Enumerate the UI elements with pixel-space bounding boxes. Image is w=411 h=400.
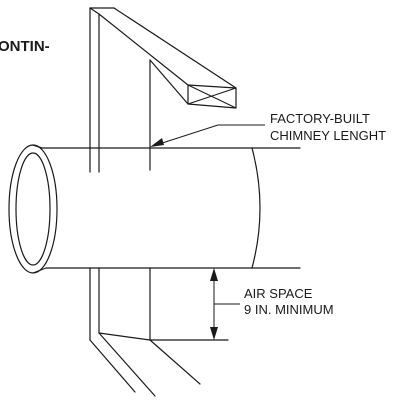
wall-frame-lower [89,267,229,397]
chimney-leader [150,124,265,147]
chimney-label-line2: CHIMNEY LENGHT [270,128,386,143]
dimension-arrow-top [210,268,218,281]
air-space-label-line1: AIR SPACE [244,286,313,301]
header-fragment: ONTIN- [0,38,50,55]
air-space-label-line2: 9 IN. MINIMUM [244,302,334,317]
ceiling-beam [89,7,237,109]
dimension-arrow-bottom [210,327,218,340]
chimney-label-line1: FACTORY-BUILT [270,111,370,126]
air-space-dimension [210,268,240,340]
chimney-leader-arrowhead [150,138,164,147]
wall-frame-upper [89,7,151,173]
chimney-pipe [8,144,301,274]
